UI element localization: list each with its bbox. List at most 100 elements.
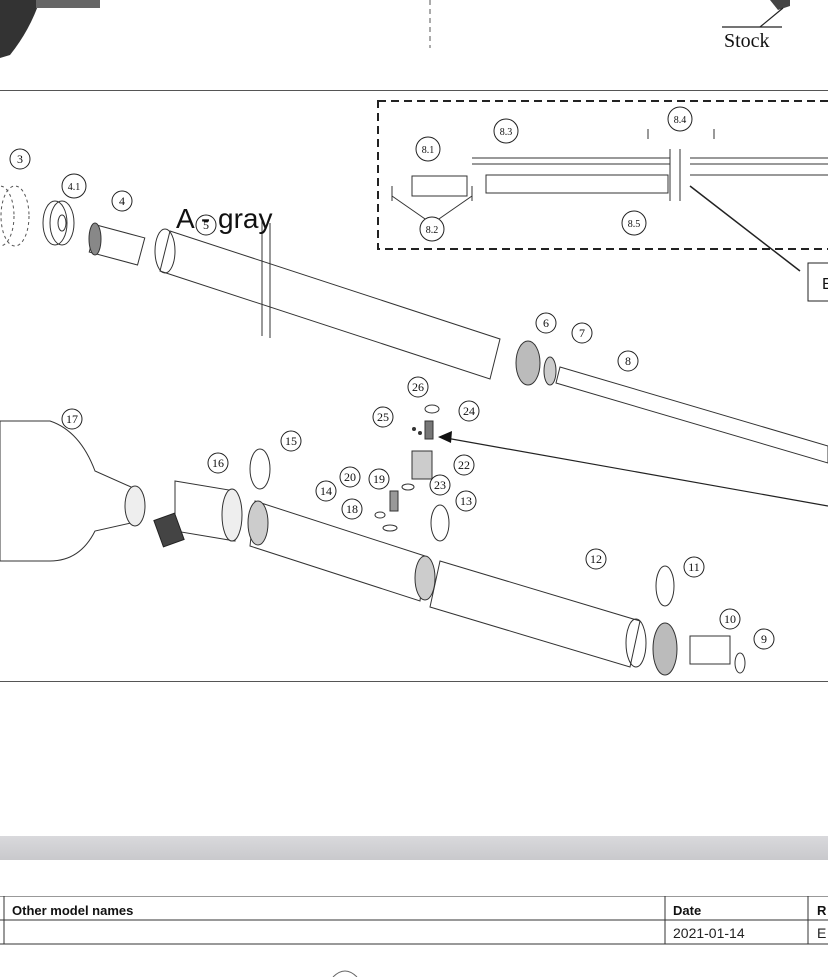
previous-drawing-fragments [0,0,790,58]
callout-label-11: 11 [688,560,700,574]
callout-circle-18 [341,498,363,520]
callout-label-4: 4 [119,194,125,208]
part-26 [424,404,440,414]
callout-label-20: 20 [344,470,356,484]
callout-circle-22 [453,454,475,476]
callout-label-12: 12 [590,552,602,566]
exploded-view-diagram: E [0,90,828,682]
date-value: 2021-01-14 [673,925,745,941]
callout-label-3: 3 [17,152,23,166]
part-13 [430,504,450,542]
callout-circle-4-1 [61,173,87,199]
callout-label-25: 25 [377,410,389,424]
part-6 [515,340,541,386]
detail-box [377,100,828,250]
callout-circle-4 [111,190,133,212]
callout-circle-8-4 [667,106,693,132]
part-11 [655,565,675,607]
page-separator-band [0,836,828,860]
callout-circle-8-1 [415,136,441,162]
callout-circle-13 [455,490,477,512]
r-header-partial: R [817,903,827,918]
callout-circle-19 [368,468,390,490]
callout-label-16: 16 [212,456,224,470]
date-header: Date [673,903,702,918]
previous-drawing-strip: Stock [0,0,828,90]
part-5 [159,230,501,380]
part-fragment-left [36,0,100,8]
callout-label-26: 26 [412,380,424,394]
callout-circle-8 [617,350,639,372]
part-23 [401,483,415,491]
callout-label-18: 18 [346,502,358,516]
part-22 [411,450,433,480]
part-24 [424,420,434,440]
callout-label-7: 7 [579,326,585,340]
callout-label-8-4: 8.4 [674,115,687,126]
title-block-table: Other model names Date R 2021-01-14 E [0,896,828,946]
callout-circle-7 [571,322,593,344]
callout-circle-8-3 [493,118,519,144]
callout-group: 34.1456788.18.28.38.48.59101112131415161… [9,106,775,650]
callout-circle-6 [535,312,557,334]
callout-label-9: 9 [761,632,767,646]
part-20 [374,511,386,519]
part-19 [389,490,399,512]
callout-label-19: 19 [373,472,385,486]
detail-label-box [807,262,828,302]
callout-circle-16 [207,452,229,474]
part-3 [0,185,30,247]
detail-label-text: E [822,276,828,293]
callout-label-8-2: 8.2 [426,225,439,236]
stock-label: Stock [724,30,770,52]
callout-circle-3 [9,148,31,170]
part-10 [652,622,678,676]
exploded-view-drawing: E [0,100,828,676]
callout-circle-26 [407,376,429,398]
part-25 [412,427,416,431]
callout-label-14: 14 [320,484,332,498]
part-14 [249,500,426,602]
callout-label-8-3: 8.3 [500,127,513,138]
callout-label-23: 23 [434,478,446,492]
callout-circle-10 [719,608,741,630]
callout-circle-25 [372,406,394,428]
part-16-fitting [153,512,185,548]
other-model-names-header: Other model names [12,903,134,918]
diagram-title: A - gray [176,203,273,234]
callout-circle-8-5 [621,210,647,236]
callout-label-8-1: 8.1 [422,145,435,156]
callout-label-5: 5 [203,218,209,232]
stock-fragment [770,0,790,10]
part-8-1 [411,175,468,197]
callout-circle-23 [429,474,451,496]
part-18 [382,524,398,532]
part-9 [734,652,746,674]
r-value-partial: E [817,925,827,941]
part-8 [555,366,828,464]
callout-circle-9 [753,628,775,650]
part-7 [543,356,557,386]
part-12 [429,560,641,668]
stock-leader-line [759,7,784,28]
callout-label-13: 13 [460,494,472,508]
table-lines [0,896,828,945]
callout-circle-15 [280,430,302,452]
callout-label-4-1: 4.1 [68,182,81,193]
callout-label-10: 10 [724,612,736,626]
callout-label-8: 8 [625,354,631,368]
page-bottom-fragment [332,970,358,977]
part-8-5 [485,174,669,194]
part-17 [0,420,141,562]
callout-label-8-5: 8.5 [628,219,641,230]
callout-label-17: 17 [66,412,78,426]
callout-circle-14 [315,480,337,502]
part-15 [249,448,271,490]
callout-circle-24 [458,400,480,422]
callout-circle-8-2 [419,216,445,242]
callout-circle-11 [683,556,705,578]
callout-circle-5 [195,214,217,236]
callout-label-22: 22 [458,458,470,472]
callout-circle-20 [339,466,361,488]
gear-fragment-left [0,0,40,58]
